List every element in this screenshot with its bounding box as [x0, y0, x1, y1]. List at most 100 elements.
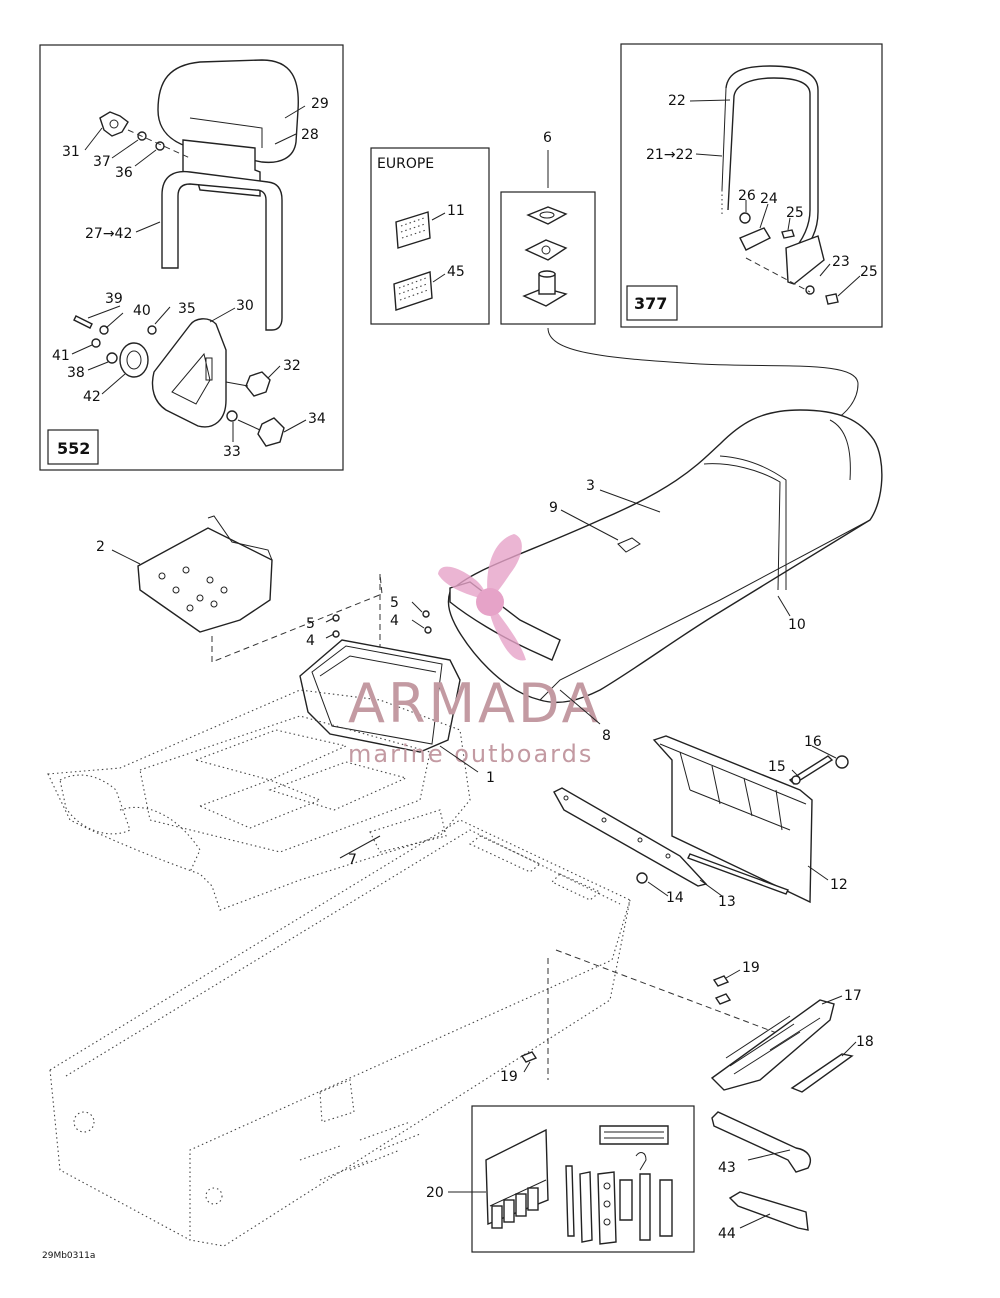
inset-552-label-box [47, 429, 99, 465]
watermark-tagline: marine outboards [348, 740, 593, 768]
europe-box: EUROPE 11 45 [370, 147, 490, 325]
nut-35 [147, 325, 157, 335]
callout-33: 33 [223, 444, 241, 460]
bar-13 [687, 853, 789, 895]
callout-44: 44 [718, 1226, 736, 1242]
inset-377-label: 377 [634, 294, 667, 313]
callout-32: 32 [283, 358, 301, 374]
callout-41: 41 [52, 348, 70, 364]
decal-11 [395, 211, 431, 249]
bracket-24 [739, 227, 771, 251]
pivot-6 [522, 270, 568, 307]
gasket-6 [526, 206, 568, 225]
bracket-23 [785, 235, 825, 285]
callout-34: 34 [308, 411, 326, 427]
knob-31 [99, 111, 129, 137]
callout-2: 2 [96, 539, 105, 555]
callout-37: 37 [93, 154, 111, 170]
plate-6 [524, 239, 568, 261]
support-tube [161, 170, 283, 331]
callout-28: 28 [301, 127, 319, 143]
callout-31: 31 [62, 144, 80, 160]
inset-552-label: 552 [57, 439, 90, 458]
europe-frame [370, 147, 490, 325]
callout-45: 45 [447, 264, 465, 280]
callout-36: 36 [115, 165, 133, 181]
bolt-25-upper [781, 229, 795, 239]
callout-13: 13 [718, 894, 736, 910]
callout-30: 30 [236, 298, 254, 314]
callout-27: 27→42 [85, 226, 132, 242]
inset-552-frame [39, 44, 344, 471]
callout-42: 42 [83, 389, 101, 405]
armada-logo [438, 534, 526, 661]
callout-8: 8 [602, 728, 611, 744]
inset-377-frame [620, 43, 883, 328]
callout-10: 10 [788, 617, 806, 633]
bolt-25-lower [825, 293, 839, 305]
dash-line-footrest [555, 949, 791, 1039]
tool-kit-20 [471, 1105, 695, 1253]
callout-39: 39 [105, 291, 123, 307]
screw-19-upper-b [714, 993, 732, 1005]
screw-19-upper-a [712, 975, 730, 987]
inset-552: 552 [39, 44, 344, 471]
callout-1: 1 [486, 770, 495, 786]
tool-44 [728, 1191, 809, 1231]
box-6-frame [500, 191, 596, 325]
callout-16: 16 [804, 734, 822, 750]
callout-38: 38 [67, 365, 85, 381]
box-6: 6 [500, 130, 596, 325]
knob-34 [237, 417, 285, 447]
callout-26: 26 [738, 188, 756, 204]
callout-7: 7 [348, 852, 357, 868]
drawing-code: 29Mb0311a [42, 1251, 95, 1261]
clip-16 [835, 755, 849, 769]
frame-floor-7 [47, 689, 471, 911]
callout-21: 21→22 [646, 147, 693, 163]
wheel-42 [119, 342, 149, 378]
screw-19-lower [520, 1051, 538, 1063]
callout-25-upper: 25 [786, 205, 804, 221]
callout-25-lower: 25 [860, 264, 878, 280]
connector-line [547, 327, 859, 421]
washer-14 [636, 872, 648, 884]
callout-12: 12 [830, 877, 848, 893]
callout-18: 18 [856, 1034, 874, 1050]
knob-32 [225, 371, 271, 397]
pad-18 [790, 1053, 854, 1093]
europe-title: EUROPE [377, 156, 434, 172]
backrest-pad [157, 59, 299, 164]
callout-17: 17 [844, 988, 862, 1004]
axis-line-knob [127, 129, 191, 159]
callout-24: 24 [760, 191, 778, 207]
callout-35: 35 [178, 301, 196, 317]
wrench-43 [711, 1111, 812, 1173]
callout-19-upper: 19 [742, 960, 760, 976]
tool-kit-frame [471, 1105, 695, 1253]
callout-15: 15 [768, 759, 786, 775]
callout-6: 6 [543, 130, 552, 146]
rack-12 [652, 735, 813, 904]
screw-39 [73, 315, 93, 329]
seat-3 [447, 409, 883, 704]
tunnel [49, 819, 631, 1247]
callout-9: 9 [549, 500, 558, 516]
callout-4-right: 4 [390, 613, 399, 629]
callout-19-lower: 19 [500, 1069, 518, 1085]
callout-22: 22 [668, 93, 686, 109]
washer-33 [226, 410, 238, 422]
screw-5-right [422, 610, 430, 618]
washer-lower [805, 285, 815, 295]
callout-40: 40 [133, 303, 151, 319]
bolt-41 [91, 338, 101, 348]
callout-29: 29 [311, 96, 329, 112]
pin-15 [788, 755, 834, 785]
callout-23: 23 [832, 254, 850, 270]
spacer-38 [106, 352, 118, 364]
nut-4-right [424, 626, 432, 634]
inset-377-label-box [626, 285, 678, 321]
callout-11: 11 [447, 203, 465, 219]
bracket-plate-2 [137, 515, 273, 633]
